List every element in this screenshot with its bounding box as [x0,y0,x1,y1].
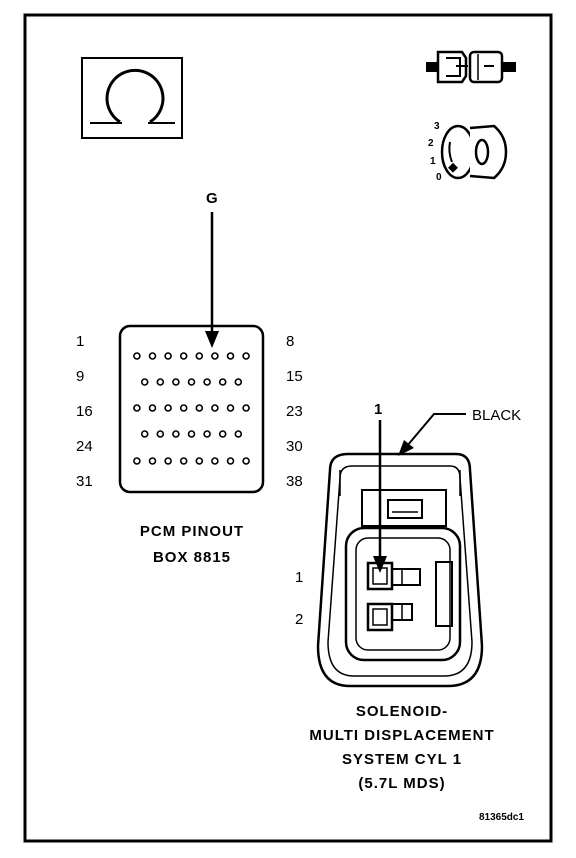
pcm-pin-cavity [242,352,250,360]
pcm-pin-cavity [211,457,219,465]
pcm-pin-cavity [218,430,227,438]
solenoid-pin-label: 1 [374,401,382,418]
pcm-pin-cavity [234,430,243,438]
dial-position-2: 2 [428,138,434,149]
pcm-pin-cavity [172,430,180,438]
pcm-pin-cavity [203,430,211,438]
selector-dial-icon: 3 2 1 0 [428,121,508,183]
pcm-pin-cavity [148,352,157,360]
pcm-pin-cavity [148,457,157,465]
pcm-caption-line-2: BOX 8815 [153,549,231,566]
pcm-pin-cavity [203,378,211,386]
pcm-pin-cavity [172,378,180,386]
pcm-pin-cavity [179,352,188,360]
dial-position-1: 1 [430,156,436,167]
figure-id: 81365dc1 [479,812,524,823]
solenoid-caption-line-3: SYSTEM CYL 1 [342,751,462,768]
pcm-caption-line-1: PCM PINOUT [140,523,244,540]
dial-position-3: 3 [434,121,440,132]
pcm-pin-cavity [242,404,250,412]
pcm-pin-cavity [195,457,204,465]
probe-connector-icon [426,50,516,84]
pcm-pin-cavity [211,404,219,412]
pcm-pin-cavity [179,457,188,465]
solenoid-caption-line-2: MULTI DISPLACEMENT [309,727,494,744]
pcm-pin-cavity [195,352,204,360]
pcm-row-right-3: 23 [286,403,303,420]
pcm-row-left-2: 9 [76,368,84,385]
pcm-pin-cavity [179,404,188,412]
pcm-pin-cavity [187,430,196,438]
pcm-connector-body [118,324,265,494]
pcm-pin-label: G [206,190,218,207]
pcm-pin-cavity [156,378,165,386]
solenoid-caption-line-1: SOLENOID- [356,703,448,720]
pcm-pin-cavity [195,404,204,412]
solenoid-color-label: BLACK [472,407,521,424]
pcm-pin-arrowhead [205,331,219,348]
color-leader-arrowhead [398,440,414,456]
pcm-row-right-1: 8 [286,333,294,350]
pcm-pin-cavity [164,352,172,360]
pcm-row-left-1: 1 [76,333,84,350]
solenoid-caption-line-4: (5.7L MDS) [358,775,445,792]
diagram-border [23,13,553,843]
pcm-pin-cavity [164,457,172,465]
pcm-pin-cavity [226,352,235,360]
solenoid-pin-arrowhead [373,556,387,573]
pcm-row-left-5: 31 [76,473,93,490]
pcm-pin-cavity [242,457,250,465]
pcm-pin-cavity [133,404,141,412]
pcm-row-right-5: 38 [286,473,303,490]
color-leader-line [406,413,466,447]
solenoid-connector-body [316,452,484,688]
pcm-pin-cavity [133,352,141,360]
pcm-pin-grid [133,352,250,465]
pcm-pin-cavity [156,430,165,438]
pcm-pin-cavity [234,378,243,386]
pcm-pin-cavity [211,352,219,360]
pcm-row-left-4: 24 [76,438,93,455]
pcm-pin-cavity [187,378,196,386]
pcm-pin-cavity [226,404,235,412]
pcm-pin-cavity [218,378,227,386]
pcm-pin-cavity [140,430,149,438]
pcm-row-right-2: 15 [286,368,303,385]
pcm-pin-cavity [133,457,141,465]
pcm-pin-cavity [140,378,149,386]
pcm-pin-cavity [226,457,235,465]
dial-position-0: 0 [436,172,442,183]
cavity-label-1: 1 [295,569,303,586]
cavity-label-2: 2 [295,611,303,628]
ohm-symbol-icon [81,57,183,139]
pcm-row-right-4: 30 [286,438,303,455]
pcm-pin-cavity [148,404,157,412]
pcm-row-left-3: 16 [76,403,93,420]
pcm-pin-cavity [164,404,172,412]
